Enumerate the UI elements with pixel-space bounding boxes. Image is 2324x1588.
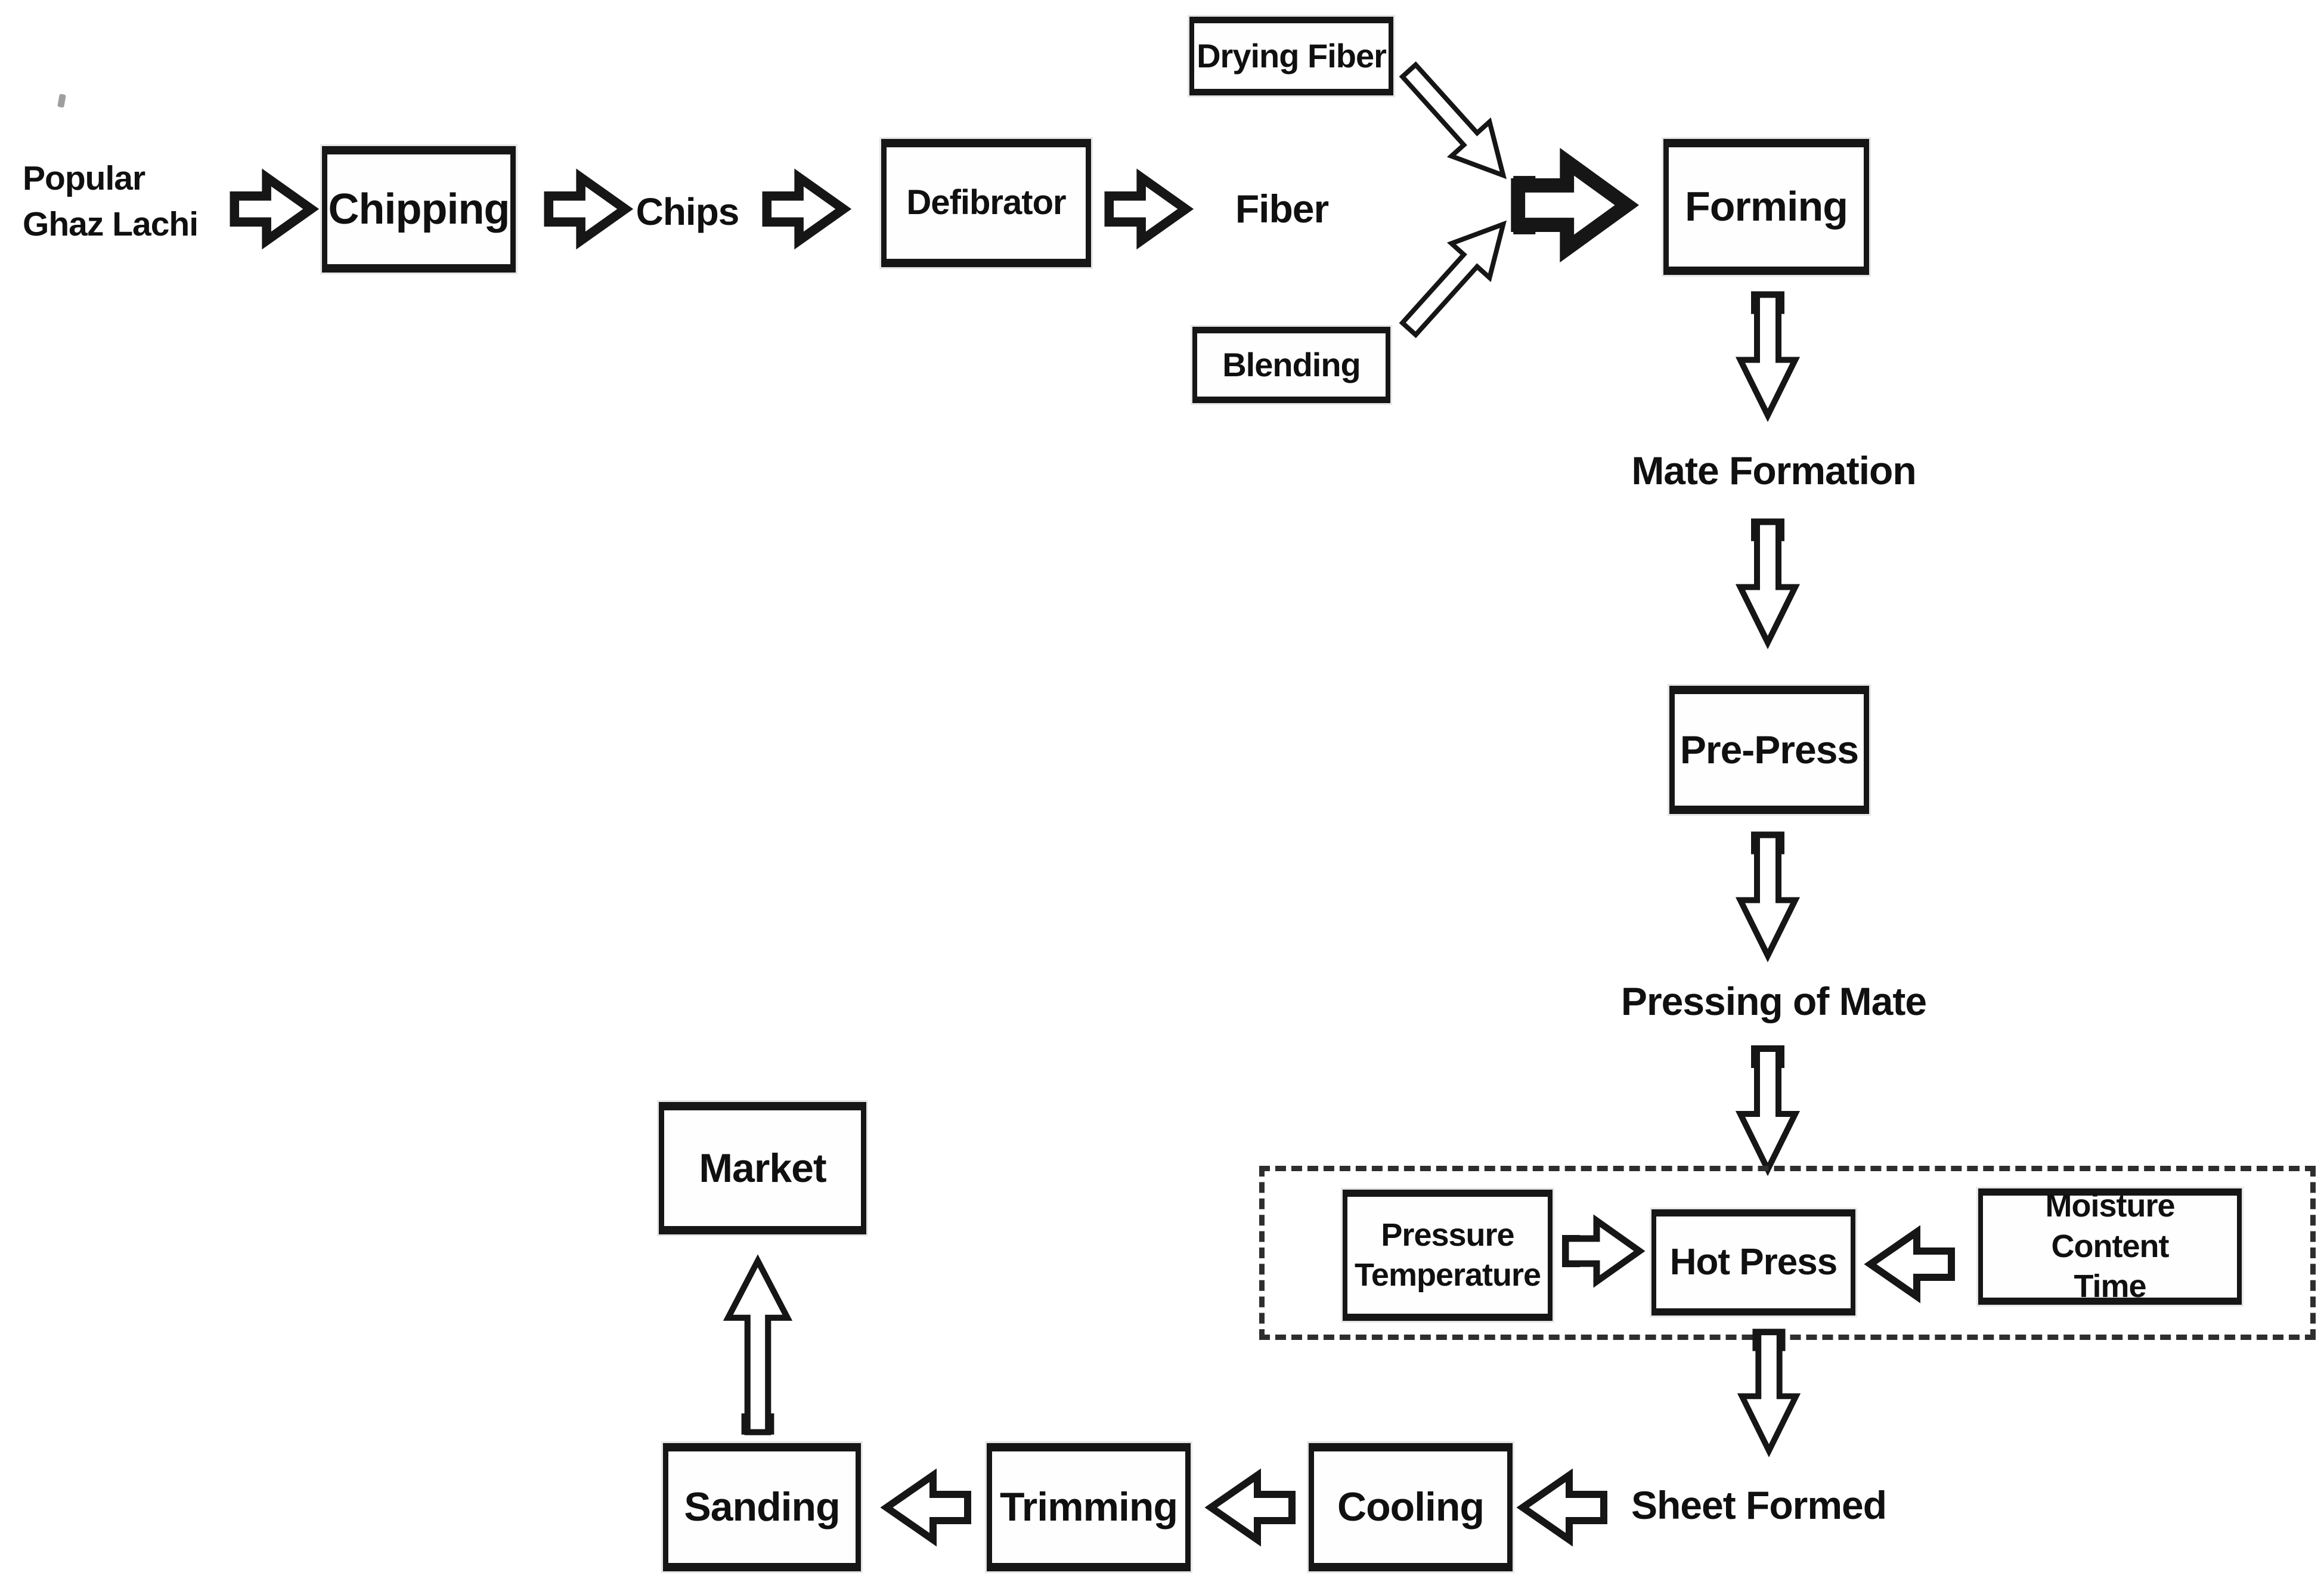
node-market: Market <box>659 1102 866 1234</box>
node-moisture-content-time-label: Moisture Content Time <box>2045 1188 2175 1305</box>
node-sheet-formed-label: Sheet Formed <box>1631 1482 1887 1527</box>
node-mate-formation-label: Mate Formation <box>1631 448 1916 493</box>
node-chipping-label: Chipping <box>328 185 510 233</box>
arrow-left-icon <box>880 1468 971 1547</box>
arrow-diagonal-down-right-icon <box>1399 61 1507 179</box>
node-chips: Chips <box>625 176 750 247</box>
arrow-big-right-icon <box>1511 147 1640 263</box>
node-chipping: Chipping <box>322 146 516 273</box>
node-defibrator: Defibrator <box>881 139 1091 267</box>
node-chips-label: Chips <box>636 190 740 233</box>
node-defibrator-label: Defibrator <box>906 183 1066 222</box>
arrow-right-icon <box>230 168 320 250</box>
node-mate-formation: Mate Formation <box>1619 438 1929 504</box>
arrow-down-icon <box>1735 831 1801 962</box>
node-cooling-label: Cooling <box>1337 1484 1485 1530</box>
node-drying-fiber: Drying Fiber <box>1189 17 1393 95</box>
stray-mark <box>57 94 66 108</box>
node-pressure-temperature: Pressure Temperature <box>1343 1190 1553 1321</box>
node-drying-fiber-label: Drying Fiber <box>1197 37 1387 75</box>
node-sanding-label: Sanding <box>684 1484 840 1530</box>
arrow-down-icon <box>1735 1045 1801 1177</box>
node-cooling: Cooling <box>1309 1443 1513 1571</box>
arrow-up-icon <box>723 1254 793 1435</box>
node-pre-press: Pre-Press <box>1669 686 1869 814</box>
node-hot-press: Hot Press <box>1651 1209 1855 1315</box>
node-hot-press-label: Hot Press <box>1669 1242 1837 1283</box>
node-fiber: Fiber <box>1216 172 1347 246</box>
node-blending-label: Blending <box>1222 346 1361 383</box>
node-forming-label: Forming <box>1685 183 1848 230</box>
arrow-left-icon <box>1516 1468 1607 1547</box>
hot-press-parameters-group <box>1259 1166 2316 1340</box>
node-moisture-content-time: Moisture Content Time <box>1978 1188 2242 1305</box>
arrow-down-icon <box>1737 1329 1801 1457</box>
node-pressing-of-mate-label: Pressing of Mate <box>1620 979 1927 1023</box>
arrow-right-icon <box>1562 1214 1646 1288</box>
node-fiber-label: Fiber <box>1235 186 1329 231</box>
arrow-right-icon <box>544 168 634 250</box>
arrow-right-icon <box>1104 168 1194 250</box>
node-popular-ghaz-lachi-label: Popular Ghaz Lachi <box>23 159 199 243</box>
node-pressing-of-mate: Pressing of Mate <box>1607 967 1941 1036</box>
node-sheet-formed: Sheet Formed <box>1607 1468 1911 1543</box>
arrow-right-icon <box>762 168 852 250</box>
node-forming: Forming <box>1663 139 1869 275</box>
arrow-left-icon <box>1864 1225 1955 1304</box>
node-sanding: Sanding <box>663 1443 861 1571</box>
arrow-down-icon <box>1735 518 1801 649</box>
node-blending: Blending <box>1192 327 1390 403</box>
arrow-left-icon <box>1204 1468 1296 1547</box>
arrow-down-icon <box>1735 291 1801 422</box>
node-market-label: Market <box>699 1145 826 1191</box>
node-pressure-temperature-label: Pressure Temperature <box>1354 1216 1541 1293</box>
node-popular-ghaz-lachi: Popular Ghaz Lachi <box>23 146 231 256</box>
node-trimming-label: Trimming <box>999 1484 1178 1530</box>
node-trimming: Trimming <box>987 1443 1191 1571</box>
node-pre-press-label: Pre-Press <box>1680 728 1859 772</box>
arrow-diagonal-up-right-icon <box>1399 220 1507 339</box>
